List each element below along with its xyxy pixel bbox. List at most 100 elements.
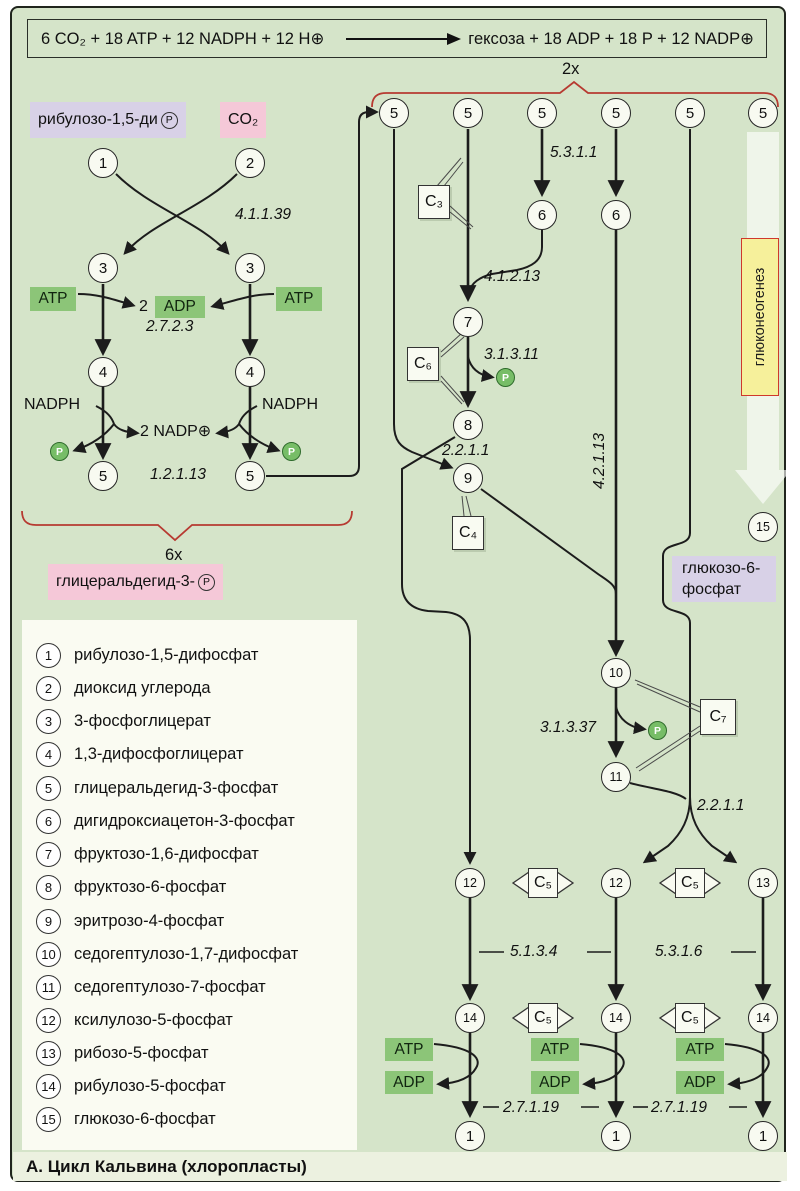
ec-epimerase: 5.1.3.4 [510,943,558,960]
legend-num: 3 [36,708,61,734]
multiplier-2x: 2x [562,60,580,78]
legend-num: 15 [36,1106,61,1132]
ec-triosephosphate-isomerase: 5.3.1.1 [550,144,598,161]
ec-gap-dehydrogenase: 1.2.1.13 [150,466,207,483]
legend-num: 9 [36,908,61,934]
ec-fructose-bisphosphatase: 3.1.3.11 [484,346,539,363]
node-gap-col5: 5 [675,98,705,128]
node-rubp-out-3: 1 [748,1121,778,1151]
node-fbp: 7 [453,307,483,337]
legend-num: 12 [36,1007,61,1033]
ec-transketolase-1: 2.2.1.1 [442,442,490,459]
c3-carrier-tag: C₃ [418,185,450,219]
legend-item: 2 диоксид углерода [36,675,211,701]
node-s7p: 11 [601,762,631,792]
node-gap-left: 5 [88,461,118,491]
ec-sedoheptulose-bisphosphatase: 3.1.3.37 [540,719,597,736]
node-x5p-right: 12 [601,868,631,898]
node-rubp-out-2: 1 [601,1121,631,1151]
c7-carrier-tag: C₇ [700,699,736,735]
legend-num: 6 [36,808,61,834]
legend-label: 1,3-дифосфоглицерат [74,744,244,763]
atp-box: ATP [531,1038,579,1061]
legend-label: 3-фосфоглицерат [74,711,211,730]
legend-label: фруктозо-6-фосфат [74,877,227,896]
co2-label: CO₂ [220,102,267,138]
legend-num: 8 [36,874,61,900]
adp-box: ADP [385,1071,433,1094]
legend-item: 9 эритрозо-4-фосфат [36,908,224,934]
node-gap-right: 5 [235,461,265,491]
legend-num: 5 [36,775,61,801]
caption-strip: А. Цикл Кальвина (хлоропласты) [13,1152,787,1181]
gap3p-label: глицеральдегид-3- P [48,564,224,600]
net-equation-box: 6 CO₂ + 18 ATP + 12 NADPH + 12 H⊕ гексоз… [27,19,767,58]
legend-label: рибозо-5-фосфат [74,1043,209,1062]
c5-carrier-tag: C₅ [528,1003,558,1033]
node-rubp: 1 [88,148,118,178]
node-3pg-left: 3 [88,253,118,283]
node-e4p: 9 [453,463,483,493]
legend-label: фруктозо-1,6-дифосфат [74,844,259,863]
atp-box: ATP [385,1038,433,1061]
legend-item: 7 фруктозо-1,6-дифосфат [36,841,259,867]
ec-aldolase: 4.1.2.13 [484,268,541,285]
nadph-label-left: NADPH [24,396,81,413]
rubp-label: рибулозо-1,5-ди P [30,102,186,138]
legend-label: диоксид углерода [74,678,211,697]
c5-carrier-tag: C₅ [528,868,558,898]
node-g6p: 15 [748,512,778,542]
node-x5p-left: 12 [455,868,485,898]
node-r5p: 13 [748,868,778,898]
atp-box: ATP [676,1038,724,1061]
adp-box: ADP [676,1071,724,1094]
reaction-arrows [72,105,772,1119]
legend-label: эритрозо-4-фосфат [74,911,225,930]
c5-carrier-tag: C₅ [675,1003,705,1033]
phosphate-released-icon: P [648,721,667,740]
node-3pg-right: 3 [235,253,265,283]
ec-rubisco: 4.1.1.39 [235,206,292,223]
c5-carrier-tag: C₅ [675,868,705,898]
phosphate-icon: P [198,573,216,591]
multiplier-braces [21,80,779,542]
carrier-callout-pointers [436,157,701,772]
figure-caption: А. Цикл Кальвина (хлоропласты) [26,1156,307,1176]
legend-num: 2 [36,675,61,701]
node-gap-col3: 5 [527,98,557,128]
legend-label: седогептулозо-1,7-дифосфат [74,944,299,963]
ec-dash-lines [479,951,756,1108]
legend-label: рибулозо-5-фосфат [74,1076,226,1095]
node-ru5p-1: 14 [455,1003,485,1033]
legend-label: рибулозо-1,5-дифосфат [74,645,259,664]
node-gap-col4: 5 [601,98,631,128]
legend-num: 7 [36,841,61,867]
nadph-label-right: NADPH [262,396,319,413]
node-sbp: 10 [601,658,631,688]
node-f6p: 8 [453,410,483,440]
ec-ribose-isomerase: 5.3.1.6 [655,943,703,960]
atp-box-right: ATP [276,287,322,311]
phosphate-released-icon: P [282,442,301,461]
ec-phosphoglycerate-kinase: 2.7.2.3 [146,318,194,335]
g6p-label: глюкозо-6- фосфат [672,556,776,602]
node-bpg-right: 4 [235,357,265,387]
gluconeogenesis-label: глюконеогенез [741,238,779,396]
node-gap-col1: 5 [379,98,409,128]
node-bpg-left: 4 [88,357,118,387]
node-gap-col2: 5 [453,98,483,128]
reaction-arrow-icon [346,32,462,45]
c4-carrier-tag: C₄ [452,516,484,550]
equation-lhs: 6 CO₂ + 18 ATP + 12 NADPH + 12 H⊕ [41,29,325,48]
legend-label: глюкозо-6-фосфат [74,1109,216,1128]
legend-item: 3 3-фосфоглицерат [36,708,211,734]
multiplier-6x: 6x [165,546,183,564]
